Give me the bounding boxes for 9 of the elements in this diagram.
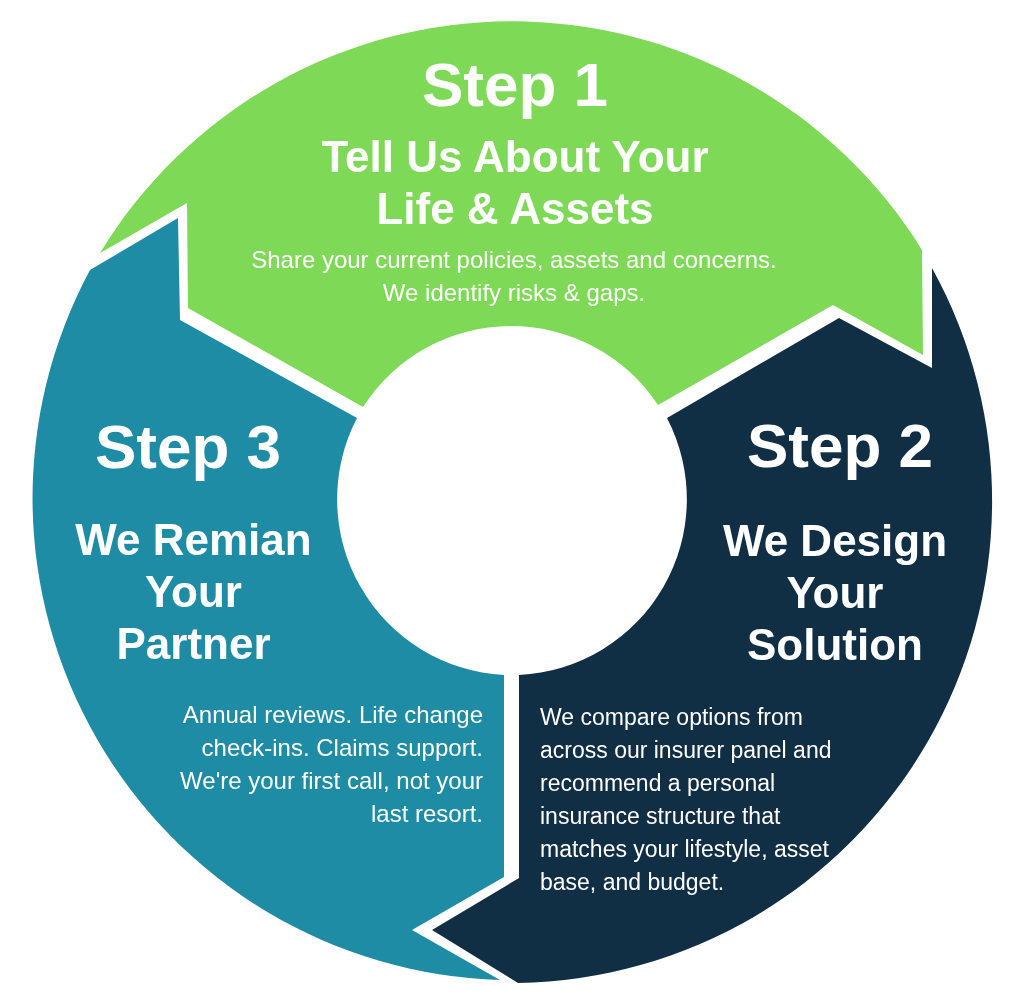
step-title: Tell Us About Your Life & Assets: [320, 131, 710, 235]
step-title: We Remian Your Partner: [74, 514, 313, 670]
step-number: Step 3: [93, 412, 283, 482]
step-number: Step 2: [745, 411, 935, 481]
step-description: Share your current policies, assets and concerns. We identify risks & gaps.: [250, 245, 778, 308]
step-description: Annual reviews. Life change check-ins. Claims support. We're your first call, not your last resort.: [179, 700, 483, 829]
step-number: Step 1: [420, 50, 610, 120]
step-title: We Design Your Solution: [721, 515, 949, 671]
step-description: We compare options from across our insurer panel and recommend a personal insurance structure that matches your lifestyle, asset base, and budget.: [540, 703, 833, 897]
